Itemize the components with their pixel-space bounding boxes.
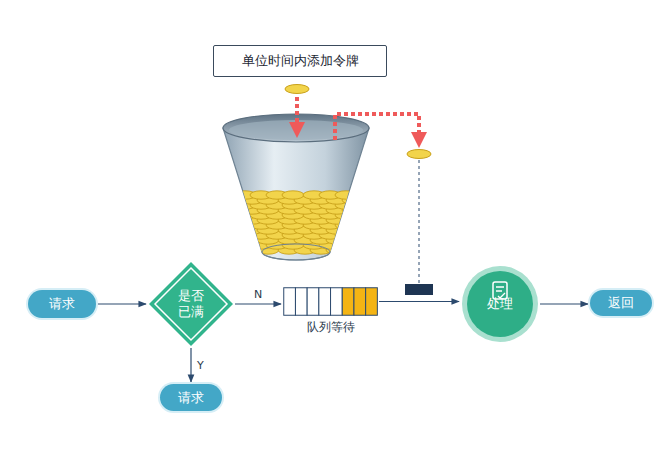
queue-slot: [295, 288, 307, 316]
node-text: 请求: [49, 295, 75, 313]
start-pill: 请求: [28, 290, 96, 318]
decision-diamond: 是否已满: [148, 261, 234, 347]
node-text: 请求: [178, 389, 204, 407]
queue-slot: [366, 288, 378, 316]
bucket-bottom: [262, 244, 330, 260]
coin: [342, 236, 364, 244]
coin: [225, 206, 247, 214]
coin: [225, 226, 247, 234]
coin: [342, 246, 364, 254]
coin: [225, 236, 247, 244]
queue-slot: [319, 288, 331, 316]
queue-slot: [331, 288, 343, 316]
edge-label: N: [252, 288, 264, 301]
flow-arrow: [235, 303, 281, 304]
node-text: 单位时间内添加令牌: [242, 52, 359, 70]
coin: [225, 216, 247, 224]
process-circle: 处理: [461, 265, 539, 343]
flow-arrow: [97, 303, 146, 304]
coin: [234, 231, 256, 239]
queue-slot: [342, 288, 354, 316]
diamond-fill: [149, 262, 233, 346]
diamond-inner-outline: [155, 268, 227, 340]
coin: [335, 241, 357, 249]
coin: [342, 226, 364, 234]
queue-cells: [283, 287, 378, 316]
edge-label: Y: [195, 359, 206, 372]
flow-arrow: [540, 303, 588, 304]
queue-slot: [284, 288, 296, 316]
bucket-inner: [229, 120, 363, 140]
coin-pile: [225, 191, 364, 254]
token-take-arrow: [335, 114, 419, 140]
queue-buffer: 队列等待: [283, 287, 378, 337]
coin: [335, 231, 357, 239]
coin: [225, 246, 247, 254]
label-box: 单位时间内添加令牌: [213, 45, 387, 77]
token-gate: [405, 284, 433, 295]
coin: [225, 196, 247, 204]
flow-arrow: [379, 301, 459, 302]
coin: [282, 191, 304, 199]
coin: [241, 246, 263, 254]
bucket-body: [223, 128, 369, 260]
node-text: 处理: [487, 295, 513, 313]
queue-slot: [307, 288, 319, 316]
reject-pill: 请求: [160, 384, 222, 411]
coin: [342, 206, 364, 214]
flow-arrow: [190, 348, 191, 382]
coin: [342, 216, 364, 224]
coin: [335, 191, 357, 199]
token-add-arrow: [295, 97, 299, 130]
circle-fill: [467, 271, 533, 337]
token-coin: [407, 150, 431, 159]
node-text: 队列等待: [283, 319, 378, 336]
token-leader: [419, 160, 420, 284]
end-pill: 返回: [590, 290, 652, 316]
queue-slot: [354, 288, 366, 316]
coin: [234, 241, 256, 249]
circle-ring: [462, 266, 538, 342]
token-coin: [285, 85, 309, 94]
node-text: 返回: [608, 294, 634, 312]
node-text: 是否已满: [177, 288, 204, 319]
